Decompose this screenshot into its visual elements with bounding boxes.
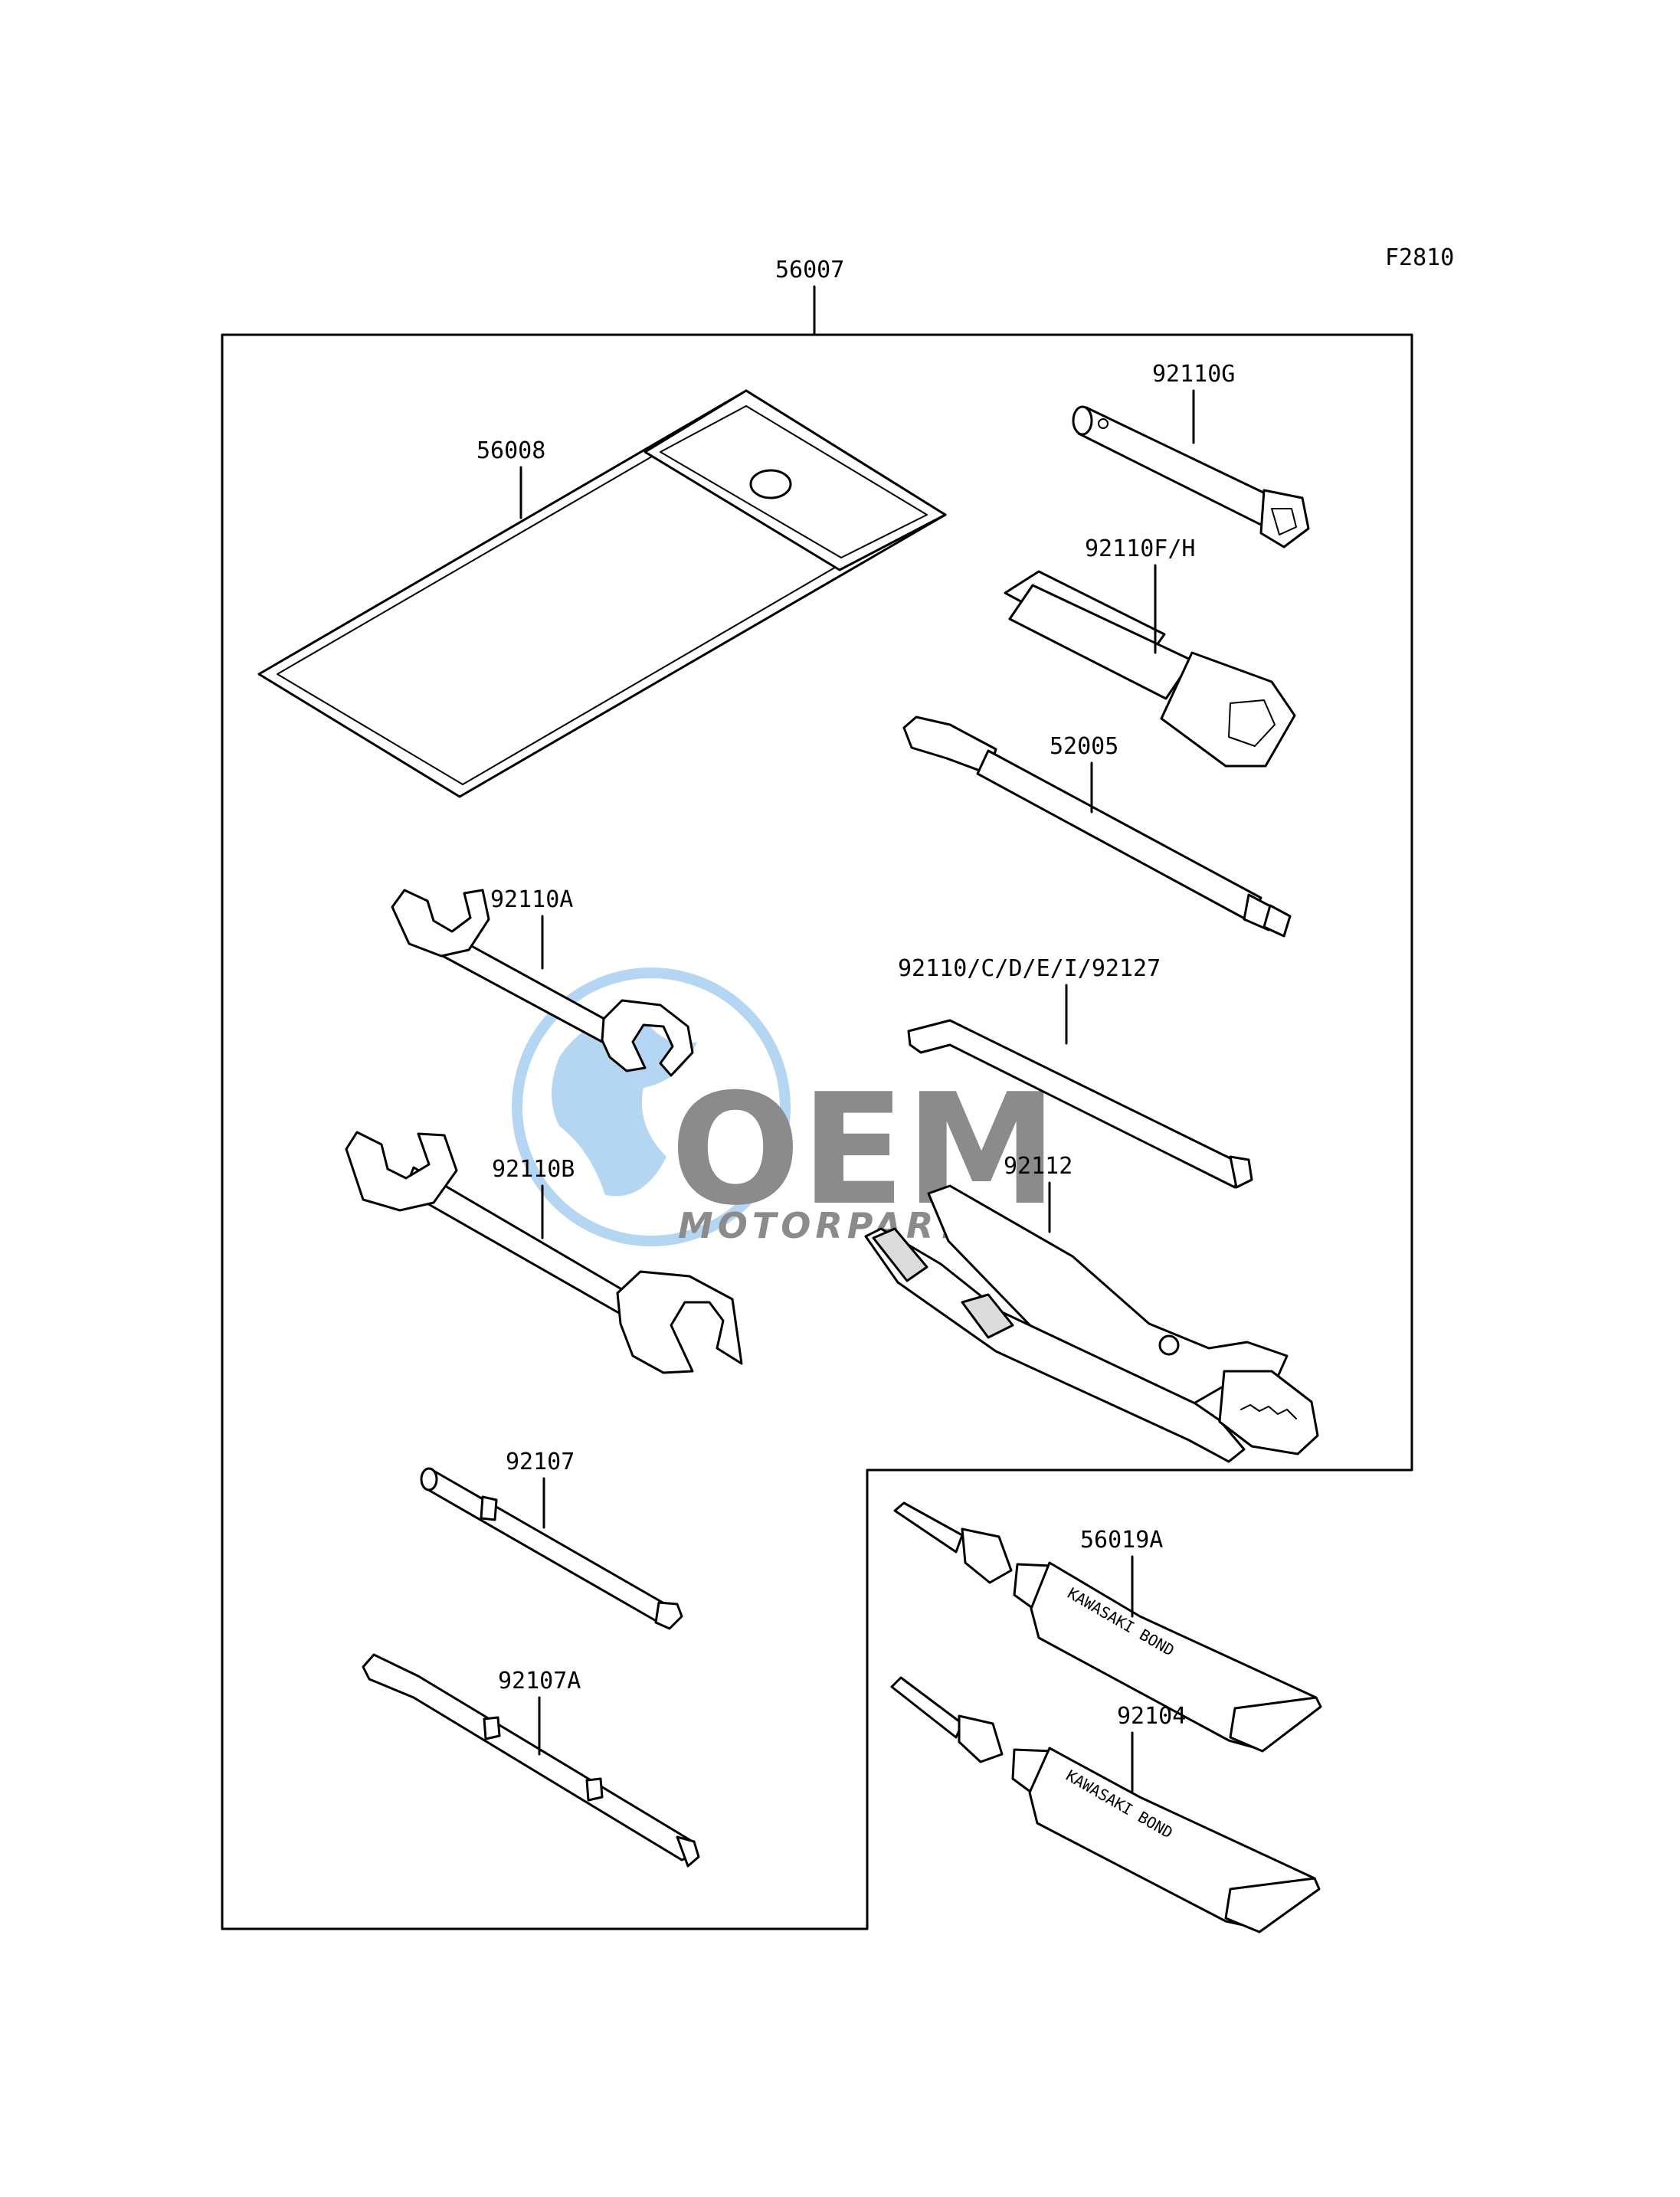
plug-wrench-small-shaft [1077, 406, 1279, 530]
screwdriver-double-band-1 [483, 1716, 501, 1740]
hex-keys [907, 1019, 1253, 1189]
hex-keys-label: 92110/C/D/E/I/92127 [898, 955, 1161, 982]
bond-tube-1-label: 56019A [1080, 1527, 1163, 1554]
screwdriver-phillips [420, 1467, 683, 1630]
bond-tube-2-cap [958, 1714, 1004, 1763]
snap-button-icon [749, 469, 792, 499]
kit-label: 56007 [775, 257, 844, 283]
screwdriver-phillips-tip [654, 1601, 683, 1630]
pliers [864, 1184, 1319, 1463]
screwdriver-phillips-end [420, 1467, 438, 1491]
pliers-jaws [1218, 1370, 1319, 1455]
plug-wrench-large [1004, 570, 1296, 768]
screwdriver-double-tip [676, 1835, 700, 1868]
plug-wrench-small-hex-end [1259, 489, 1310, 548]
tool-bag-label: 56008 [476, 437, 545, 464]
wrench-large-label: 92110B [492, 1156, 575, 1183]
screwdriver-phillips-shaft [423, 1469, 670, 1624]
tire-gauge-barrel [976, 749, 1262, 922]
tire-gauge-label: 52005 [1050, 733, 1118, 760]
figure-code: F2810 [1385, 244, 1454, 271]
wrench-small-head-left [391, 889, 490, 958]
tire-gauge [902, 715, 1292, 938]
wrench-small-label: 92110A [490, 886, 573, 913]
pliers-jaw-teeth [1240, 1404, 1297, 1419]
bond-tube-2-nozzle [890, 1676, 964, 1739]
bond-tube-2: KAWASAKI BOND [890, 1676, 1321, 1933]
wrench-large-head-left [345, 1131, 458, 1212]
hex-key-body [907, 1019, 1244, 1189]
bond-tube-1-crimp [1229, 1696, 1322, 1753]
screwdriver-phillips-label: 92107 [506, 1449, 575, 1475]
plug-wrench-large-label: 92110F/H [1085, 535, 1196, 562]
wrench-small [391, 889, 694, 1077]
bond-tube-2-label: 92104 [1117, 1703, 1186, 1730]
globe-icon [512, 968, 791, 1246]
kit-outline [221, 333, 1413, 1930]
bond-tube-1-nozzle [893, 1501, 964, 1554]
bond-tube-2-crimp [1224, 1877, 1321, 1933]
pliers-label: 92112 [1004, 1153, 1073, 1180]
plug-wrench-small-hole [1098, 418, 1109, 429]
pliers-grip-texture-1 [872, 1227, 928, 1282]
hex-socket-large-icon [1228, 699, 1276, 747]
tool-bag [257, 389, 947, 798]
plug-wrench-small [1072, 405, 1310, 548]
plug-wrench-large-body [1008, 584, 1194, 700]
pliers-upper-arm [864, 1227, 1246, 1463]
bond-tube-1-cap [961, 1527, 1013, 1584]
plug-wrench-large-socket [1160, 651, 1296, 768]
tool-bag-flap-inner [660, 405, 928, 558]
wrench-large-head-right [616, 1270, 743, 1374]
pliers-pivot-icon [1158, 1334, 1180, 1356]
plug-wrench-small-label: 92110G [1152, 361, 1235, 388]
hex-key-end [1229, 1155, 1253, 1189]
screwdriver-phillips-band [480, 1495, 498, 1521]
hex-socket-icon [1271, 508, 1297, 535]
screwdriver-double-label: 92107A [498, 1668, 581, 1694]
tire-gauge-tip [1262, 904, 1292, 938]
pliers-grip-texture-2 [961, 1293, 1014, 1339]
wrench-large [345, 1131, 743, 1374]
plug-wrench-small-end [1072, 405, 1093, 436]
tool-bag-flap [644, 389, 947, 571]
screwdriver-double [362, 1653, 700, 1868]
bond-tube-1-body [1030, 1561, 1318, 1750]
screwdriver-double-band-2 [585, 1777, 604, 1802]
wrench-small-head-right [601, 999, 694, 1077]
